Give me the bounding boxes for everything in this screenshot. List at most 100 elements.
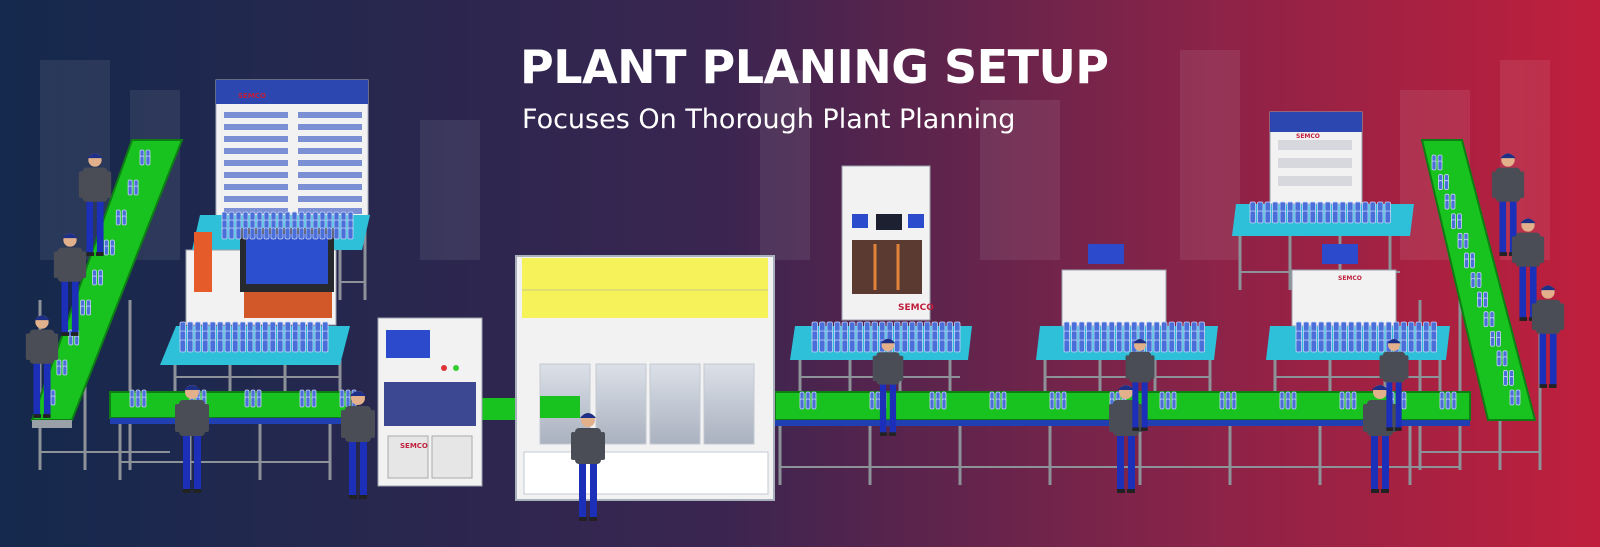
battery-cell [103, 245, 109, 256]
battery-cell [129, 396, 135, 408]
battery-cell [1171, 398, 1177, 410]
worker-arm [872, 355, 878, 381]
battery-cell [277, 227, 284, 240]
battery-cells [44, 149, 1521, 410]
battery-cell [1055, 398, 1061, 410]
battery-cell [235, 227, 242, 240]
screen-machine-display [246, 234, 328, 284]
battery-cell [1423, 339, 1430, 353]
worker-arm [1150, 355, 1155, 379]
worker-arm [1379, 355, 1384, 379]
worker-cap [1520, 218, 1536, 224]
battery-cell [1061, 398, 1067, 410]
battery-cell [1369, 210, 1376, 224]
battery-cell [929, 398, 935, 410]
battery-cell [98, 275, 103, 286]
rack-slot [224, 208, 288, 214]
worker-shoe [61, 332, 70, 336]
battery-cell [811, 339, 818, 353]
worker-shirt [345, 406, 371, 442]
battery-cell [305, 227, 312, 240]
battery-cell [1116, 339, 1123, 353]
worker-leg [183, 430, 190, 490]
battery-cell [127, 185, 133, 196]
battery-cell [1490, 336, 1495, 347]
worker-shirt [876, 352, 900, 385]
worker-leg [579, 458, 586, 518]
worker-shoe [1127, 489, 1135, 493]
battery-cell [1291, 398, 1297, 410]
worker-leg [71, 276, 79, 334]
worker-shirt [1128, 351, 1152, 383]
battery-cell [805, 398, 811, 410]
battery-cell [1502, 356, 1508, 367]
battery-cell [1444, 180, 1449, 190]
worker-leg [879, 379, 887, 434]
worker-leg [61, 276, 69, 334]
battery-cell [1183, 339, 1190, 353]
screen-machine-tray [244, 292, 332, 318]
battery-cell [941, 398, 947, 410]
worker-shirt [1535, 299, 1561, 334]
battery-cell [340, 227, 347, 240]
battery-cell [270, 227, 277, 240]
worker [872, 338, 904, 436]
battery-cell [299, 396, 305, 408]
battery-cell [256, 396, 262, 408]
battery-cell [841, 339, 848, 353]
worker-shoe [1499, 252, 1508, 256]
battery-cell [1470, 258, 1475, 269]
battery-cell [1362, 210, 1369, 224]
battery-cell [1415, 339, 1422, 353]
battery-cell [1351, 398, 1357, 410]
worker-leg [1386, 377, 1393, 429]
battery-cell [1287, 210, 1294, 224]
battery-cell [1457, 219, 1462, 230]
battery-cell [1333, 339, 1340, 353]
battery-cell [1086, 339, 1093, 353]
worker-leg [1539, 328, 1547, 386]
battery-cell [247, 339, 254, 353]
worker-arm [571, 432, 576, 460]
booth-base [523, 451, 769, 495]
battery-cell [909, 339, 916, 353]
battery-cell [284, 339, 291, 353]
battery-cell [1400, 339, 1407, 353]
worker-arm [1531, 303, 1537, 330]
worker-leg [1132, 377, 1139, 429]
building-silhouette [760, 70, 810, 260]
battery-cell [1477, 297, 1482, 308]
worker-cap [1372, 385, 1388, 390]
battery-cell [224, 339, 231, 353]
battery-cell [1345, 398, 1351, 410]
battery-cell [244, 396, 250, 408]
battery-cell [1159, 398, 1165, 410]
conveyor-rail-left [110, 418, 350, 424]
rack-slot [298, 184, 362, 190]
booth-roof [522, 258, 768, 318]
testing-machine-door [387, 435, 429, 479]
battery-cell [1430, 339, 1437, 353]
worker-shirt [57, 247, 83, 282]
booth-glass-panel [649, 363, 701, 445]
battery-cell [1340, 339, 1347, 353]
battery-cell [250, 396, 256, 408]
worker [341, 391, 375, 499]
screen-machine-feeder [194, 232, 212, 292]
worker [53, 233, 87, 336]
worker-cap [580, 413, 596, 418]
battery-cell [92, 275, 97, 286]
worker [571, 413, 605, 521]
worker-shirt [1495, 167, 1521, 202]
worker-arm [53, 251, 59, 278]
battery-cell [1285, 398, 1291, 410]
worker-leg [96, 196, 104, 254]
battery-cell [1318, 339, 1325, 353]
battery-cell [1063, 339, 1070, 353]
battery-cell [924, 339, 931, 353]
battery-cell [1324, 210, 1331, 224]
worker-leg [1395, 377, 1402, 429]
booth-glass-panel [703, 363, 755, 445]
battery-cell [263, 227, 270, 240]
worker [1491, 153, 1525, 256]
